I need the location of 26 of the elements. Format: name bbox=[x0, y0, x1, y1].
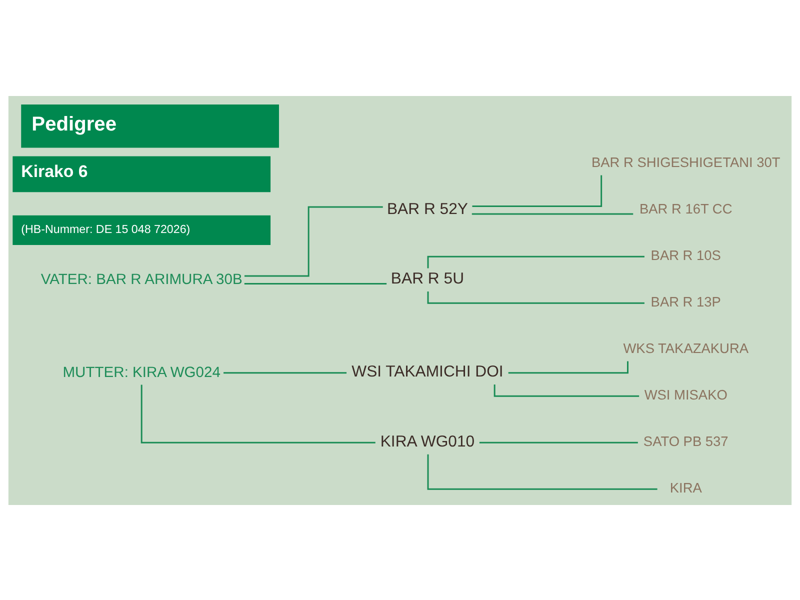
node-text: WSI MISAKO bbox=[644, 387, 728, 402]
node-text: BAR R 52Y bbox=[386, 200, 468, 218]
node-text: WKS TAKAZAKURA bbox=[623, 340, 749, 356]
diagram-title: Pedigree bbox=[32, 113, 116, 136]
connector bbox=[244, 206, 383, 276]
node-text: BAR R 5U bbox=[390, 270, 464, 288]
node-text: BAR R 10S bbox=[650, 248, 721, 263]
connector bbox=[472, 212, 634, 214]
node-text: BAR R 13P bbox=[650, 294, 721, 310]
connector bbox=[427, 454, 658, 490]
node-text: MUTTER: KIRA WG024 bbox=[62, 364, 220, 380]
node-text: VATER: BAR R ARIMURA 30B bbox=[40, 271, 242, 288]
connector bbox=[479, 441, 638, 443]
connector bbox=[472, 174, 602, 206]
node-text: SATO PB 537 bbox=[643, 434, 728, 449]
node-text: BAR R 16T CC bbox=[639, 201, 732, 216]
node-text: WSI TAKAMICHI DOI bbox=[352, 363, 504, 380]
label: Kirako 6 bbox=[21, 162, 88, 181]
node-text: BAR R SHIGESHIGETANI 30T bbox=[591, 154, 780, 170]
node-text: KIRA bbox=[670, 480, 702, 496]
label: (HB-Nummer: DE 15 048 72026) bbox=[21, 222, 190, 236]
connector bbox=[140, 384, 376, 443]
connector bbox=[244, 282, 387, 284]
connector bbox=[494, 384, 640, 396]
node-text: KIRA WG010 bbox=[380, 432, 475, 450]
connector bbox=[224, 372, 347, 374]
